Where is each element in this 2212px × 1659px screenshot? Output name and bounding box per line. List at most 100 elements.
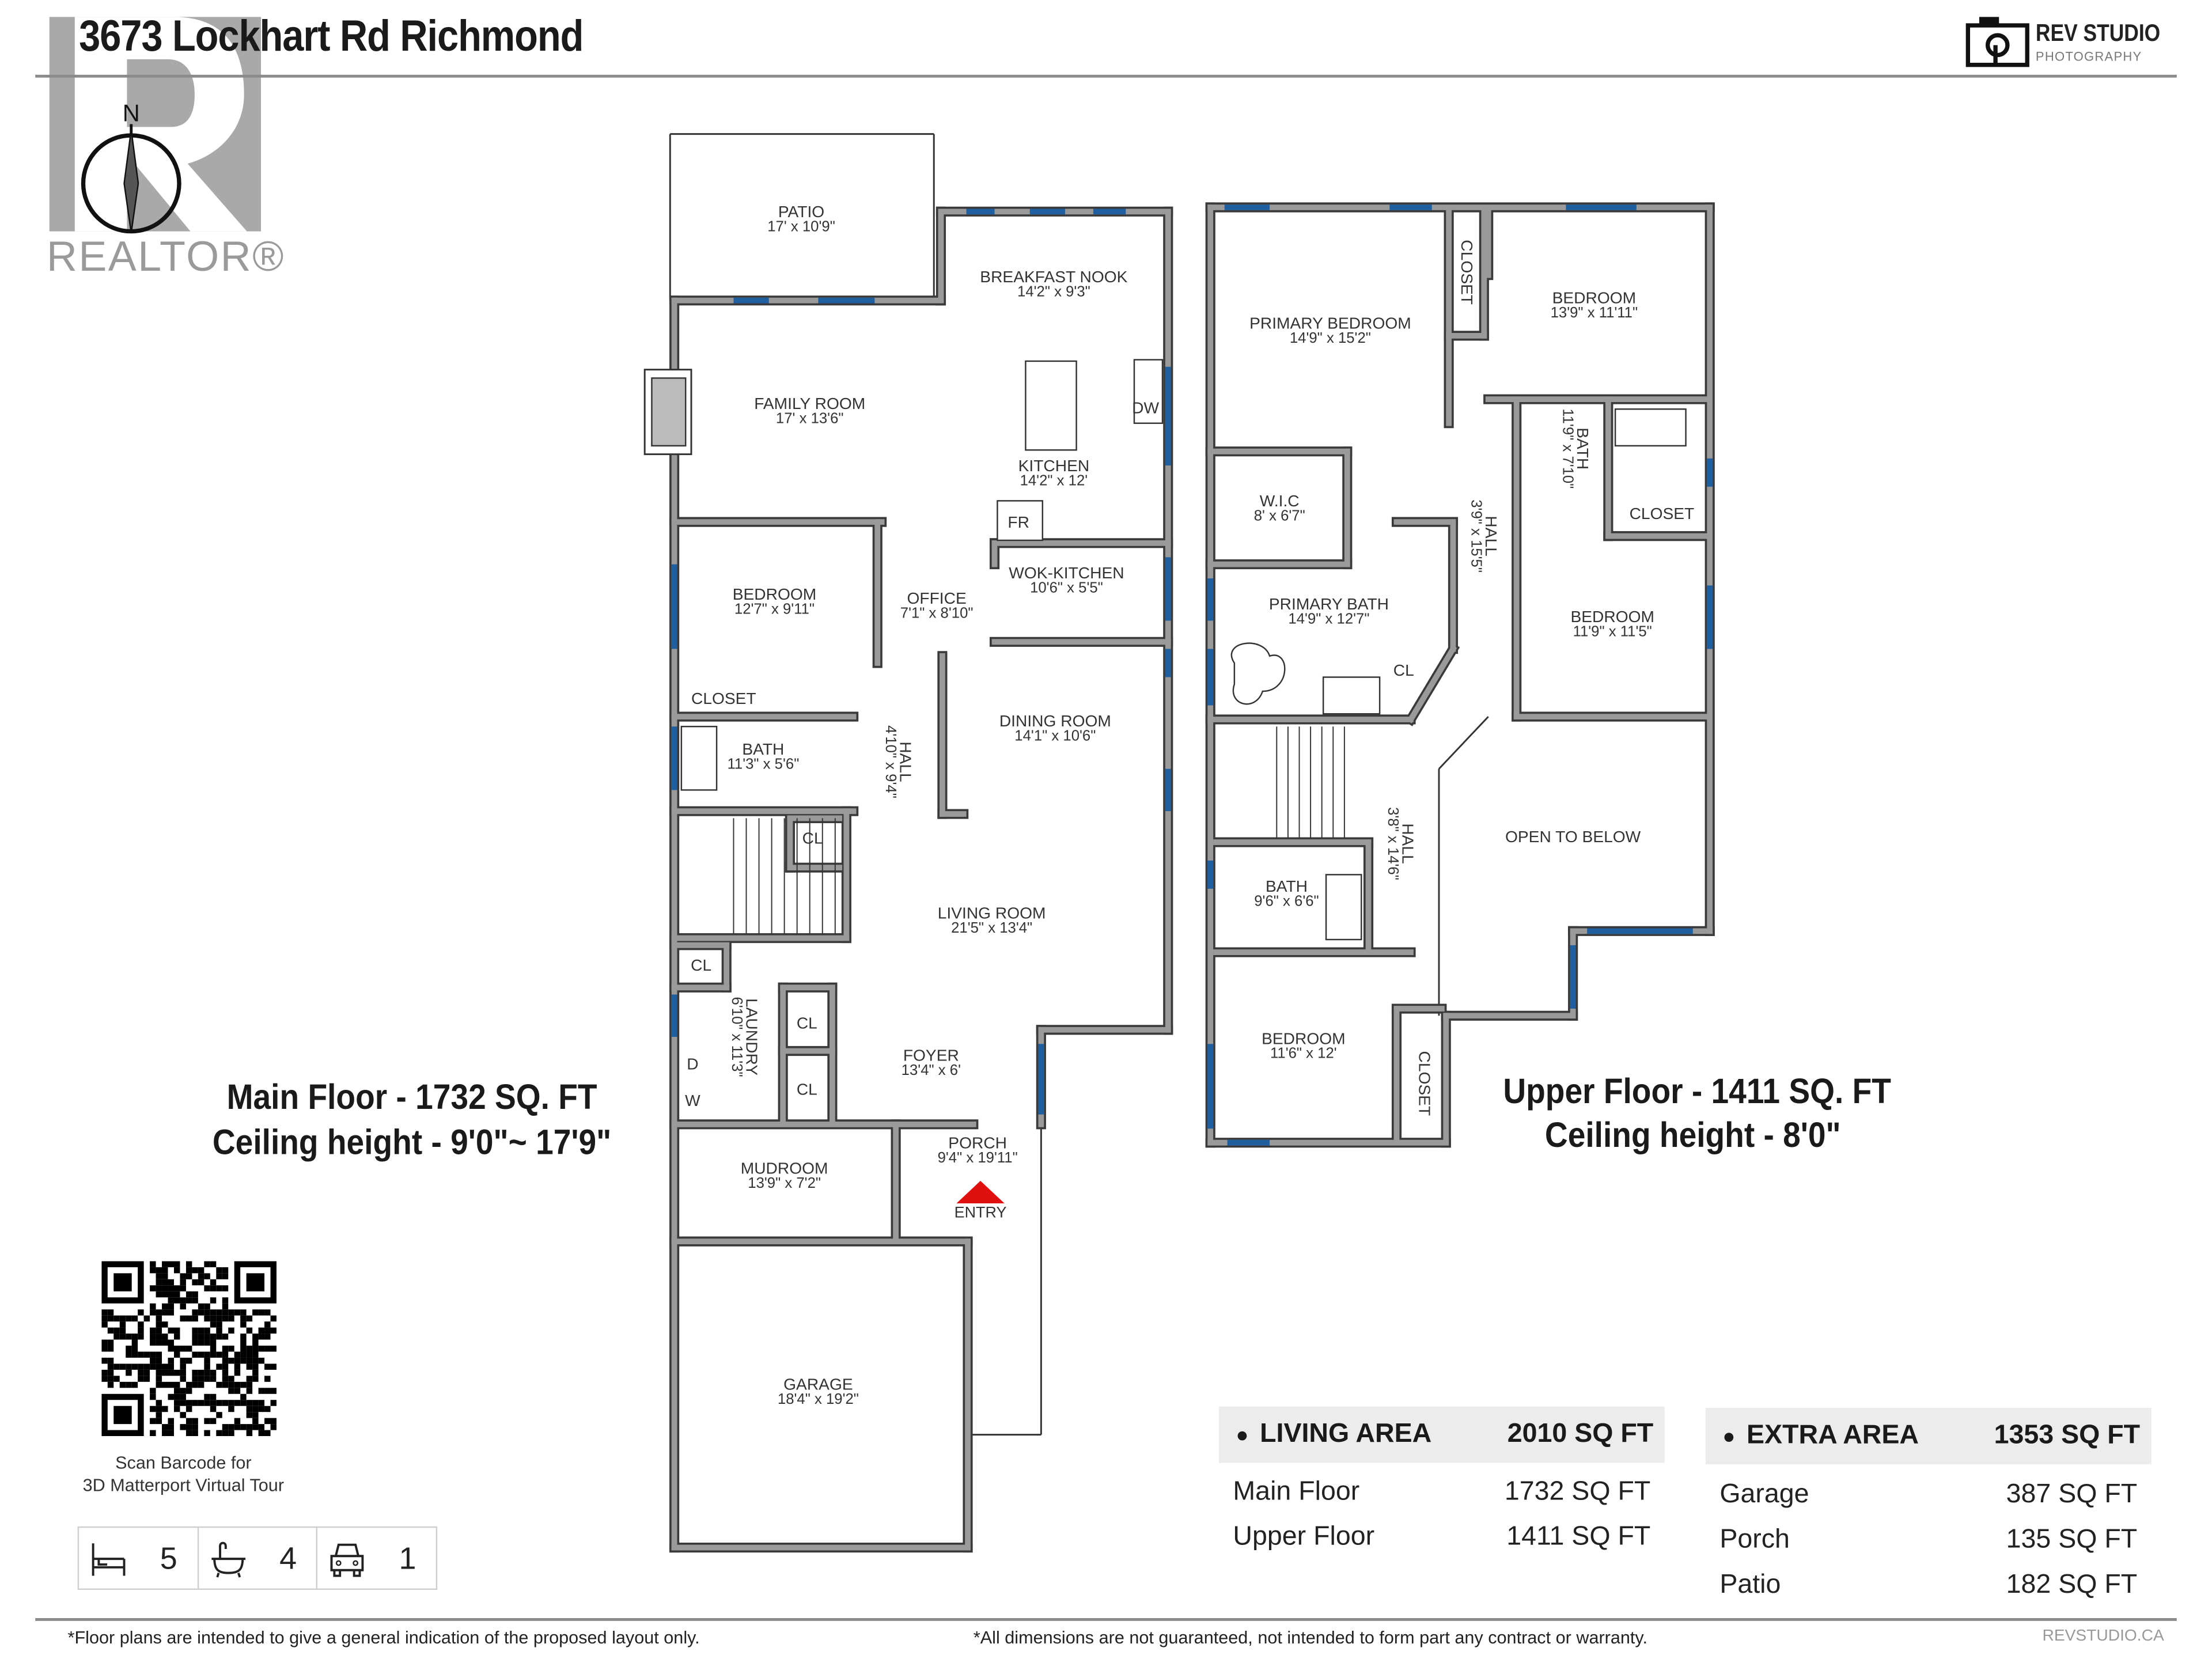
qr-module: [222, 1424, 229, 1430]
qr-module: [216, 1412, 222, 1418]
qr-module: [180, 1285, 186, 1291]
room-dimensions: 14'1" x 10'6": [1014, 728, 1096, 745]
qr-module: [240, 1339, 247, 1346]
qr-module: [150, 1351, 156, 1358]
qr-module: [168, 1346, 174, 1352]
qr-module: [252, 1400, 259, 1406]
qr-module: [192, 1291, 198, 1298]
qr-module: [119, 1315, 126, 1322]
qr-module: [264, 1327, 271, 1334]
qr-module: [150, 1406, 156, 1412]
qr-module: [222, 1369, 229, 1376]
qr-module: [126, 1381, 132, 1388]
qr-module: [240, 1346, 247, 1352]
qr-module: [150, 1261, 156, 1267]
qr-module: [156, 1285, 162, 1291]
qr-module: [162, 1339, 168, 1346]
qr-module: [156, 1363, 162, 1370]
footer-website[interactable]: REVSTUDIO.CA: [2042, 1628, 2164, 1645]
qr-module: [162, 1363, 168, 1370]
room-dimensions: 8' x 6'7": [1253, 507, 1305, 525]
room-label: CL: [691, 958, 711, 974]
qr-module: [168, 1363, 174, 1370]
qr-module: [185, 1297, 192, 1304]
qr-module: [180, 1357, 186, 1364]
qr-module: [246, 1351, 253, 1358]
qr-module: [216, 1381, 222, 1388]
qr-module: [228, 1376, 234, 1382]
room-name: CL: [1393, 663, 1414, 680]
qr-module: [173, 1261, 180, 1267]
room-name: BEDROOM: [732, 586, 817, 604]
room-dimensions: 3'9" x 15'5": [1467, 499, 1484, 573]
room-dimensions: 13'9" x 7'2": [748, 1175, 821, 1192]
outline-line: [1438, 716, 1489, 770]
room-label: CLOSET: [1457, 240, 1474, 305]
qr-module: [216, 1273, 222, 1279]
qr-module: [192, 1430, 198, 1437]
qr-module: [240, 1424, 247, 1430]
qr-module: [258, 1346, 265, 1352]
qr-module: [107, 1381, 114, 1388]
qr-module: [222, 1346, 229, 1352]
qr-module: [222, 1400, 229, 1406]
qr-module: [107, 1346, 114, 1352]
qr-module: [143, 1369, 150, 1376]
qr-module: [222, 1363, 229, 1370]
qr-module: [240, 1309, 247, 1316]
qr-module: [258, 1388, 265, 1394]
qr-module: [240, 1381, 247, 1388]
qr-module: [180, 1400, 186, 1406]
qr-module: [131, 1315, 138, 1322]
qr-module: [246, 1357, 253, 1364]
room-dimensions: 11'9" x 7'10": [1559, 408, 1576, 489]
qr-module: [198, 1381, 204, 1388]
qr-module: [107, 1315, 114, 1322]
qr-code[interactable]: [101, 1261, 277, 1437]
qr-module: [222, 1285, 229, 1291]
qr-module: [252, 1357, 259, 1364]
qr-module: [173, 1334, 180, 1340]
qr-module: [270, 1424, 277, 1430]
qr-module: [192, 1369, 198, 1376]
qr-module: [156, 1412, 162, 1418]
qr-module: [168, 1309, 174, 1316]
qr-module: [185, 1406, 192, 1412]
qr-module: [131, 1334, 138, 1340]
qr-module: [234, 1351, 241, 1358]
brand-subtitle: PHOTOGRAPHY: [2035, 49, 2142, 64]
qr-module: [156, 1406, 162, 1412]
qr-module: [204, 1369, 210, 1376]
qr-module: [210, 1376, 217, 1382]
qr-module: [264, 1363, 271, 1370]
qr-module: [162, 1406, 168, 1412]
room-label: CL: [1393, 663, 1414, 680]
qr-module: [107, 1369, 114, 1376]
qr-module: [192, 1315, 198, 1322]
qr-module: [216, 1430, 222, 1437]
room-label: CLOSET: [1630, 507, 1695, 523]
qr-module: [222, 1273, 229, 1279]
qr-module: [173, 1285, 180, 1291]
qr-module: [119, 1334, 126, 1340]
qr-module: [150, 1430, 156, 1437]
qr-module: [246, 1406, 253, 1412]
qr-module: [198, 1400, 204, 1406]
qr-module: [101, 1357, 108, 1364]
qr-module: [270, 1400, 277, 1406]
qr-module: [168, 1327, 174, 1334]
extra-area-table: EXTRA AREA 1353 SQ FT Garage 387 SQ FT P…: [1705, 1408, 2152, 1608]
qr-module: [258, 1327, 265, 1334]
row-label: Patio: [1719, 1570, 1781, 1600]
room-dimensions: 17' x 13'6": [775, 410, 844, 428]
qr-module: [210, 1346, 217, 1352]
qr-module: [252, 1309, 259, 1316]
qr-module: [185, 1388, 192, 1394]
row-label: Main Floor: [1233, 1477, 1360, 1507]
qr-module: [180, 1376, 186, 1382]
qr-module: [234, 1400, 241, 1406]
